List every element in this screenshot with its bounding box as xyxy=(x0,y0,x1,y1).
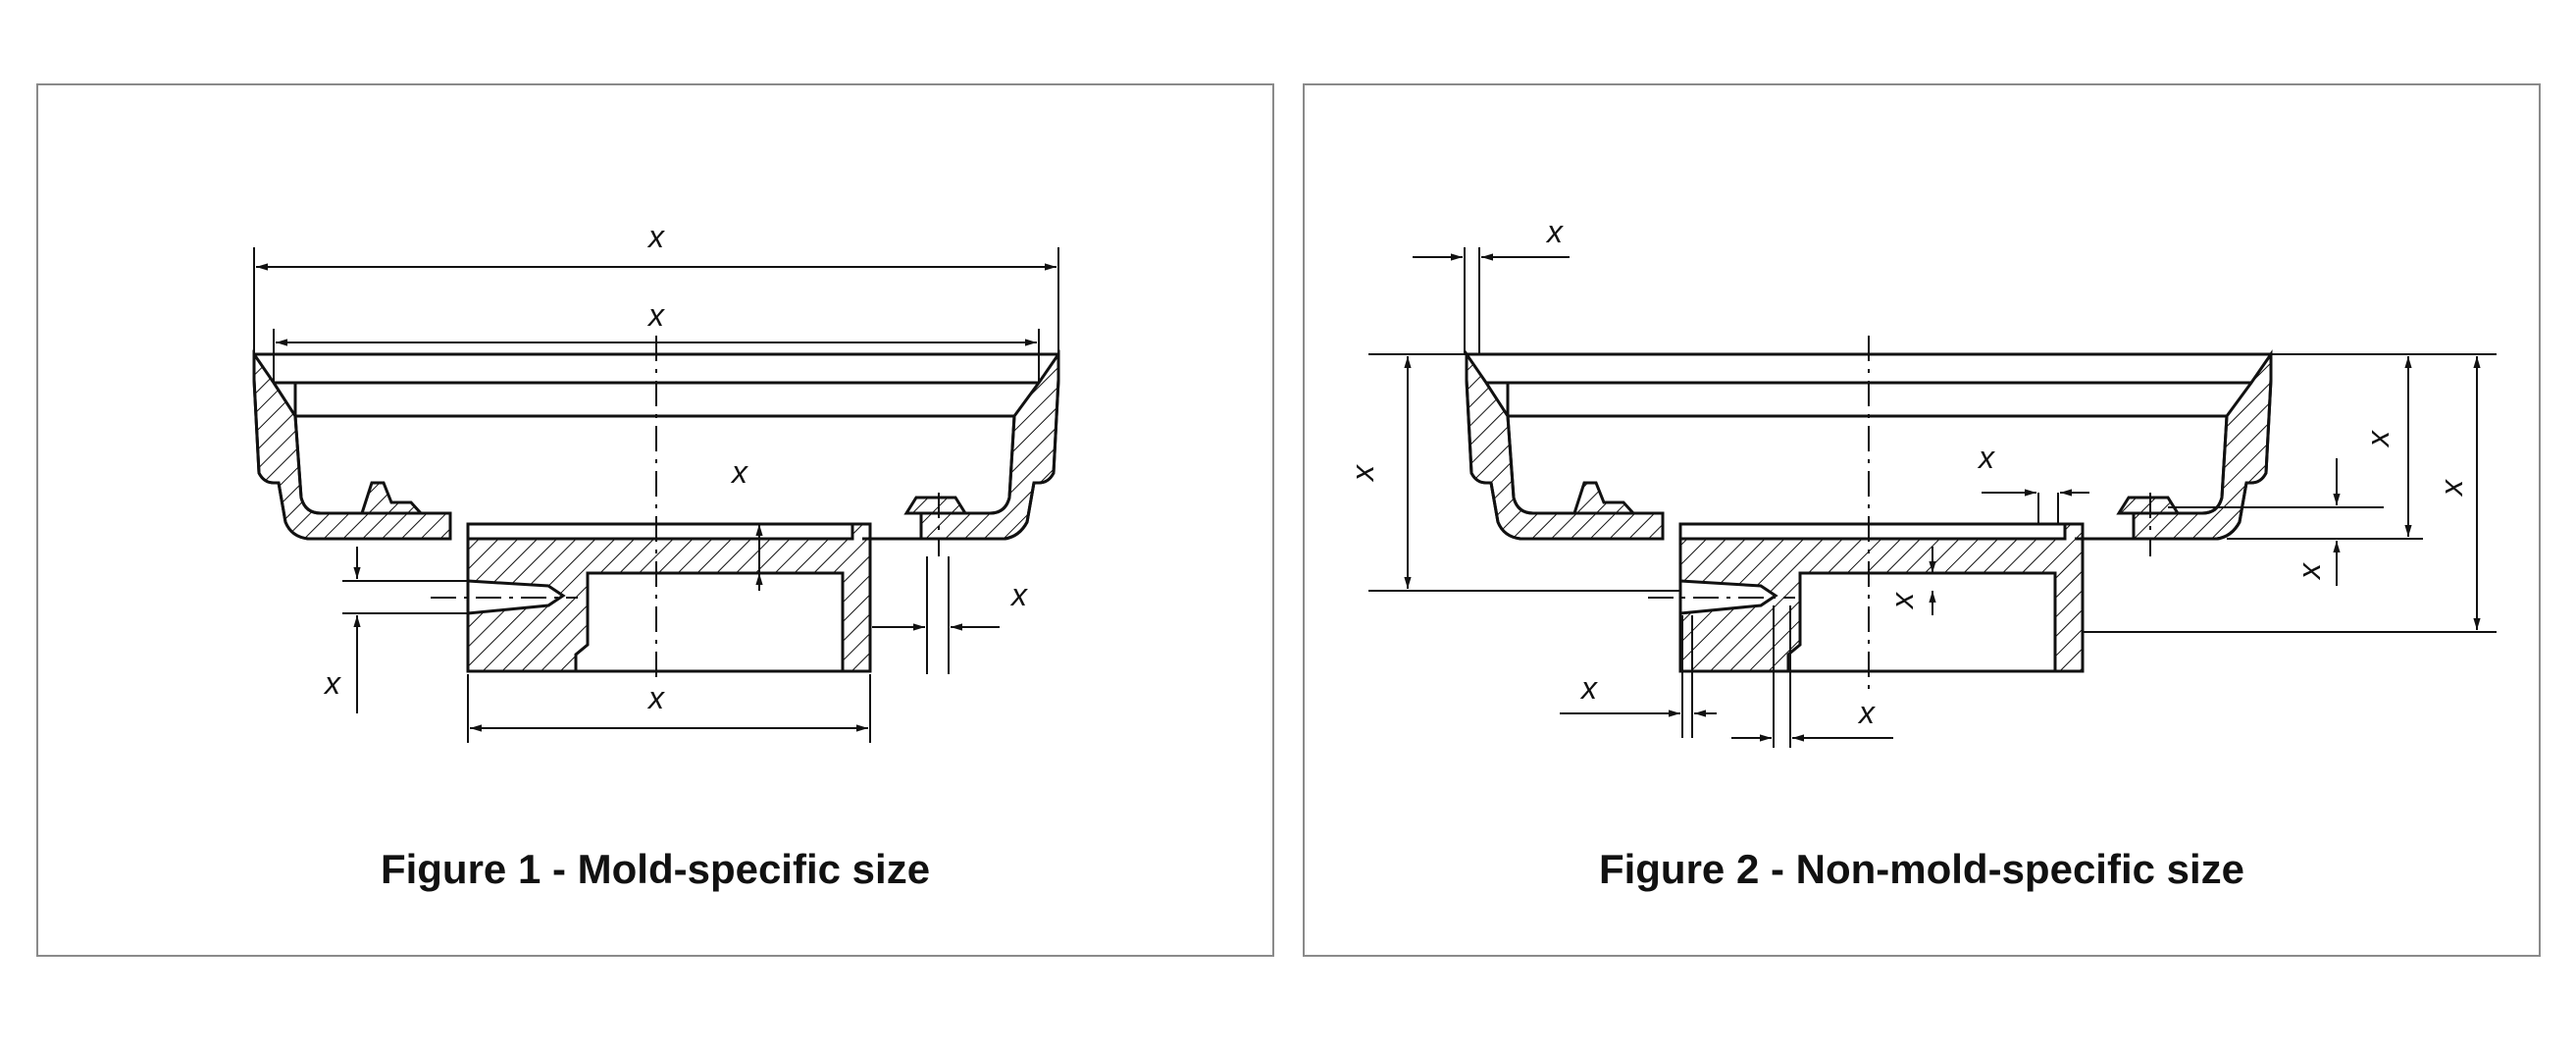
dim-label: x xyxy=(730,454,748,490)
figure-1-caption: Figure 1 - Mold-specific size xyxy=(380,846,931,892)
hub-section-hatch xyxy=(466,522,872,673)
left-section-hatch xyxy=(252,349,452,541)
dim-label: x xyxy=(1884,592,1920,610)
dim-label: x xyxy=(1345,464,1380,483)
dim-label: x xyxy=(2292,562,2327,581)
dim-label: x xyxy=(1857,695,1876,730)
dim-label: x xyxy=(1009,577,1028,612)
figure-2-caption: Figure 2 - Non-mold-specific size xyxy=(1598,846,2245,892)
dim-label: x xyxy=(646,297,665,333)
dim-label: x xyxy=(646,219,665,254)
dim-label: x xyxy=(1579,670,1598,706)
dim-label: x xyxy=(323,665,341,701)
dim-label: x xyxy=(1977,440,1995,475)
dim-label: x xyxy=(2434,479,2469,498)
right-section-hatch xyxy=(919,349,1060,541)
figure-2-panel: x x x x x x x x x Figure 2 - Non-mold-sp… xyxy=(1303,83,2541,957)
dim-label: x xyxy=(1545,214,1564,249)
figure-1-drawing: x x x x x x xyxy=(252,219,1060,743)
figure-1-panel: x x x x x x Figure 1 - Mold-specific siz… xyxy=(36,83,1274,957)
figure-2-drawing: x x x x x x x x x xyxy=(1345,214,2497,748)
dim-label: x xyxy=(646,680,665,715)
dim-label: x xyxy=(2360,430,2396,448)
left-lug-hatch xyxy=(359,481,425,515)
tapered-insert xyxy=(466,579,566,615)
right-lug-hatch xyxy=(903,496,968,515)
